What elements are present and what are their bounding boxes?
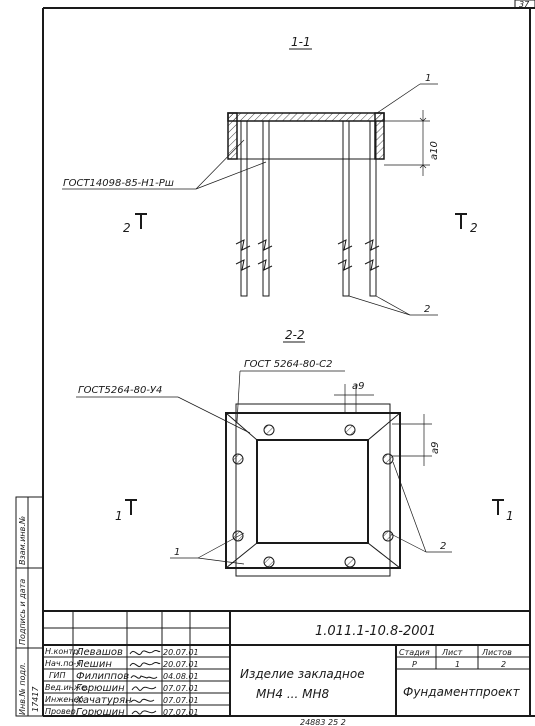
section-2-title: 2-2 xyxy=(285,328,305,342)
callout-bars-2-plan: 2 xyxy=(440,541,446,552)
signatures xyxy=(129,649,161,715)
dimension-a10-label: a10 xyxy=(429,141,440,160)
dimension-a9-right xyxy=(392,414,432,466)
role-5: Инженер xyxy=(45,695,84,704)
product-name-line2: МН4 ... МН8 xyxy=(256,687,329,701)
cut-mark-1-left: 1 xyxy=(115,509,123,523)
dimension-a9-top xyxy=(334,384,374,412)
drawing-code: 1.011.1-10.8-2001 xyxy=(315,624,436,639)
sheet-frame xyxy=(42,0,535,717)
stage-header: Стадия xyxy=(399,648,430,657)
embedded-plate-plan xyxy=(225,403,401,577)
page-number: 37 xyxy=(519,0,530,9)
left-stamp-strip xyxy=(15,496,44,717)
cut-mark-2-right: 2 xyxy=(470,221,478,235)
gost-weld-left-label: ГОСТ5264-80-У4 xyxy=(78,385,162,396)
title-block-names: Левашов Лешин Филиппов Горюшин Хачатурян… xyxy=(75,647,132,718)
strip-label-podpis: Подпись и дата xyxy=(18,579,27,645)
strip-inv-number: 17417 xyxy=(31,686,40,712)
date-4: 07.07.01 xyxy=(163,684,199,693)
dimension-a9-right-label: a9 xyxy=(430,442,441,455)
role-2: Нач.по-ч xyxy=(45,659,81,668)
title-block-roles: Н.контр. Нач.по-ч ГИП Вед.инже. Инженер … xyxy=(45,647,89,716)
cut-mark-2-left: 2 xyxy=(123,221,131,235)
organization-name: Фундаментпроект xyxy=(403,685,521,699)
callout-plate-1: 1 xyxy=(425,73,431,84)
name-5: Хачатурян xyxy=(75,695,132,706)
role-6: Провер. xyxy=(45,707,78,716)
section-1-1: 1-1 xyxy=(62,35,478,316)
sheets-value: 2 xyxy=(501,660,506,669)
anchor-bars xyxy=(235,120,380,297)
name-2: Лешин xyxy=(75,659,112,670)
dimension-a10 xyxy=(384,110,430,176)
role-3: ГИП xyxy=(49,671,65,680)
bottom-stamp: 24883 25 2 xyxy=(300,718,346,726)
date-3: 04.08.01 xyxy=(163,672,199,681)
title-block-dates: 20.07.01 20.07.01 04.08.01 07.07.01 07.0… xyxy=(163,648,199,717)
dimension-a9-top-label: a9 xyxy=(352,381,365,392)
strip-label-vzam: Взам.инв.№ xyxy=(18,516,27,565)
stage-value: Р xyxy=(412,660,417,669)
role-1: Н.контр. xyxy=(45,647,81,656)
product-name-line1: Изделие закладное xyxy=(240,667,365,681)
sheets-header: Листов xyxy=(481,648,512,657)
embedded-plate-side xyxy=(227,112,385,160)
gost-bar-label: ГОСТ14098-85-Н1-Рш xyxy=(63,178,174,189)
cut-mark-1-right: 1 xyxy=(506,509,514,523)
date-1: 20.07.01 xyxy=(163,648,199,657)
strip-label-inv-podl: Инв.№ подл. xyxy=(18,662,27,715)
sheet-header: Лист xyxy=(441,648,463,657)
callout-plate-1-plan: 1 xyxy=(174,547,180,558)
name-1: Левашов xyxy=(75,647,123,658)
callout-bars-2: 2 xyxy=(424,304,430,315)
section-1-title: 1-1 xyxy=(291,35,311,49)
date-2: 20.07.01 xyxy=(163,660,199,669)
date-6: 07.07.01 xyxy=(163,708,199,717)
sheet-value: 1 xyxy=(455,660,460,669)
name-3: Филиппов xyxy=(76,671,129,682)
role-4: Вед.инже. xyxy=(45,683,89,692)
name-4: Горюшин xyxy=(76,683,125,694)
name-6: Горюшин xyxy=(76,707,125,718)
section-2-2: 2-2 ГОСТ 5264-80-С2 ГОСТ5264-80-У4 xyxy=(76,328,514,577)
gost-weld-top-label: ГОСТ 5264-80-С2 xyxy=(244,359,332,370)
date-5: 07.07.01 xyxy=(163,696,199,705)
title-block xyxy=(43,610,530,716)
